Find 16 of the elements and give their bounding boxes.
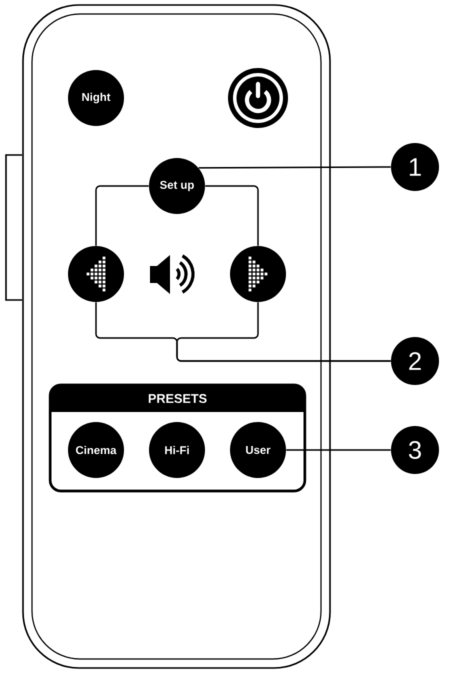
cinema-button: Cinema (68, 422, 124, 478)
bracket-line (205, 185, 259, 246)
bracket-line (95, 185, 149, 246)
callout-number: 1 (391, 143, 439, 191)
volume-up-button (230, 246, 286, 302)
setup-button: Set up (149, 158, 205, 214)
leader-line (176, 302, 391, 362)
volume-down-button (68, 246, 124, 302)
leader-line (286, 449, 391, 451)
leader-line (198, 166, 391, 169)
power-button (228, 68, 288, 128)
callout-number: 2 (391, 337, 439, 385)
callout-number: 3 (391, 426, 439, 474)
night-button: Night (68, 70, 124, 126)
hifi-button: Hi-Fi (149, 422, 205, 478)
user-button: User (230, 422, 286, 478)
